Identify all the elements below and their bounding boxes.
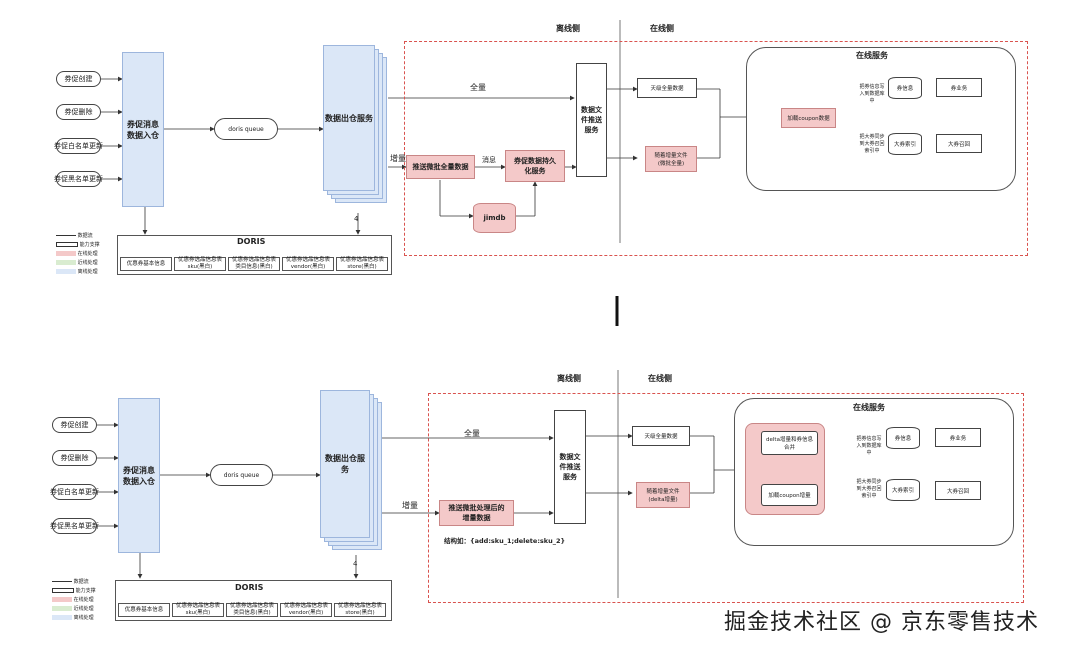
event-delete-2: 券促删除 xyxy=(52,450,97,466)
store-index-note: 把大券同步 到大券召回 索引中 xyxy=(859,133,885,154)
incr-label-2: 增量 xyxy=(402,501,418,510)
doris-cell-store-2: 优惠券选品信息表 store(黑白) xyxy=(334,603,386,617)
legend-online-2: 在线处理 xyxy=(73,597,94,603)
doris-cell-sku-2: 优惠券选品信息表 sku(黑白) xyxy=(172,603,224,617)
db-coupon-2: 券信息 xyxy=(886,427,920,449)
legend-online: 在线处理 xyxy=(77,251,98,257)
legend-offline-2: 离线处理 xyxy=(73,615,94,621)
doris-title-2: DORIS xyxy=(235,583,264,592)
online-service-title-2: 在线服务 xyxy=(853,403,885,412)
doris-cell-vendor: 优惠券选品信息表 vendor(黑白) xyxy=(282,257,334,271)
offline-label-2: 离线侧 xyxy=(557,374,581,383)
db-coupon: 券信息 xyxy=(888,77,922,99)
db-index: 大券索引 xyxy=(888,133,922,155)
incr-label: 增量 xyxy=(390,154,406,163)
delta-merge: delta增量和券信息 合并 xyxy=(761,431,818,455)
offline-label: 离线侧 xyxy=(556,24,580,33)
svc-coupon: 券业务 xyxy=(936,78,982,97)
online-label-2: 在线侧 xyxy=(648,374,672,383)
doris-queue-2: doris queue xyxy=(210,464,273,486)
doris-cell-store: 优惠券选品信息表 store(黑白) xyxy=(336,257,388,271)
top-diagram: 离线侧 在线侧 券促创建 券促删除 券促白名单更新 券促黑名单更新 券促消息 数… xyxy=(0,0,1080,290)
load-coupon: 加载coupon数据 xyxy=(781,108,836,128)
full-label: 全量 xyxy=(470,83,486,92)
legend-dataflow-2: 数据流 xyxy=(73,579,89,585)
footer-watermark: 掘金技术社区 @ 京东零售技术 xyxy=(724,610,1039,635)
legend-2: 数据流 能力支撑 在线处理 近线处理 离线处理 xyxy=(52,578,112,624)
push-file-service-2: 数据文 件推送 服务 xyxy=(554,410,586,524)
online-label: 在线侧 xyxy=(650,24,674,33)
event-blacklist: 券促黑名单更新 xyxy=(54,171,103,187)
doris-title: DORIS xyxy=(237,237,266,246)
bottom-diagram: 离线侧 在线侧 xyxy=(0,340,1080,640)
event-whitelist-2: 券促白名单更新 xyxy=(50,484,99,500)
legend-nearline: 近线处理 xyxy=(77,260,98,266)
doris-cell-sku: 优惠券选品信息表 sku(黑白) xyxy=(174,257,226,271)
legend-offline: 离线处理 xyxy=(77,269,98,275)
db-index-2: 大券索引 xyxy=(886,479,920,501)
persist-service: 券促数据持久 化服务 xyxy=(505,150,565,182)
event-delete: 券促删除 xyxy=(56,104,101,120)
store-info-note-2: 把券信息写 入到数据库 中 xyxy=(856,435,882,456)
svc-recall-2: 大券召回 xyxy=(935,481,981,500)
ref-four-2: 4 xyxy=(353,560,358,568)
event-create: 券促创建 xyxy=(56,71,101,87)
doris-cell-vendor-2: 优惠券选品信息表 vendor(黑白) xyxy=(280,603,332,617)
push-micro-batch-2: 推送微批处理后的 增量数据 xyxy=(439,500,514,526)
full-label-2: 全量 xyxy=(464,429,480,438)
outbound-service-2: 数据出仓服 务 xyxy=(320,390,370,538)
outbound-service: 数据出仓服务 xyxy=(323,45,375,191)
event-whitelist: 券促白名单更新 xyxy=(54,138,103,154)
doris-cell-basic: 优惠券基本信息 xyxy=(120,257,172,271)
legend-nearline-2: 近线处理 xyxy=(73,606,94,612)
doris-cell-basic-2: 优惠券基本信息 xyxy=(118,603,170,617)
legend-support: 能力支撑 xyxy=(79,242,100,248)
jimdb: jimdb xyxy=(473,203,516,233)
offline-online-zone xyxy=(404,41,1028,256)
svc-coupon-2: 券业务 xyxy=(935,428,981,447)
push-file-service: 数据文 件推送 服务 xyxy=(576,63,607,177)
legend-dataflow: 数据流 xyxy=(77,233,93,239)
incr-file-2: 随着增量文件 (delta增量) xyxy=(636,482,690,508)
incr-file: 随着增量文件 (微批全量) xyxy=(645,146,697,172)
online-service-title: 在线服务 xyxy=(856,51,888,60)
offline-online-zone-2 xyxy=(428,393,1024,603)
struct-note: 结构如：{add:sku_1;delete:sku_2} xyxy=(444,537,566,545)
event-blacklist-2: 券促黑名单更新 xyxy=(50,518,99,534)
ref-four: 4 xyxy=(354,215,359,223)
msg-label: 消息 xyxy=(482,156,496,164)
push-micro-batch: 推送微批全量数据 xyxy=(406,155,475,179)
load-incr: 加载coupon增量 xyxy=(761,484,818,506)
inbound-service: 券促消息 数据入仓 xyxy=(122,52,164,207)
store-info-note: 把券信息写 入到数据库 中 xyxy=(859,83,885,104)
full-file-2: 天级全量数据 xyxy=(632,426,690,446)
inbound-service-2: 券促消息 数据入仓 xyxy=(118,398,160,553)
event-create-2: 券促创建 xyxy=(52,417,97,433)
svc-recall: 大券召回 xyxy=(936,134,982,153)
legend-support-2: 能力支撑 xyxy=(75,588,96,594)
doris-cell-category-2: 优惠券选品信息表 类目信息(黑白) xyxy=(226,603,278,617)
doris-queue: doris queue xyxy=(214,118,278,140)
store-index-note-2: 把大券同步 到大券召回 索引中 xyxy=(856,478,882,499)
doris-cell-category: 优惠券选品信息表 类目信息(黑白) xyxy=(228,257,280,271)
full-file: 天级全量数据 xyxy=(637,78,697,98)
legend: 数据流 能力支撑 在线处理 近线处理 离线处理 xyxy=(56,232,116,278)
